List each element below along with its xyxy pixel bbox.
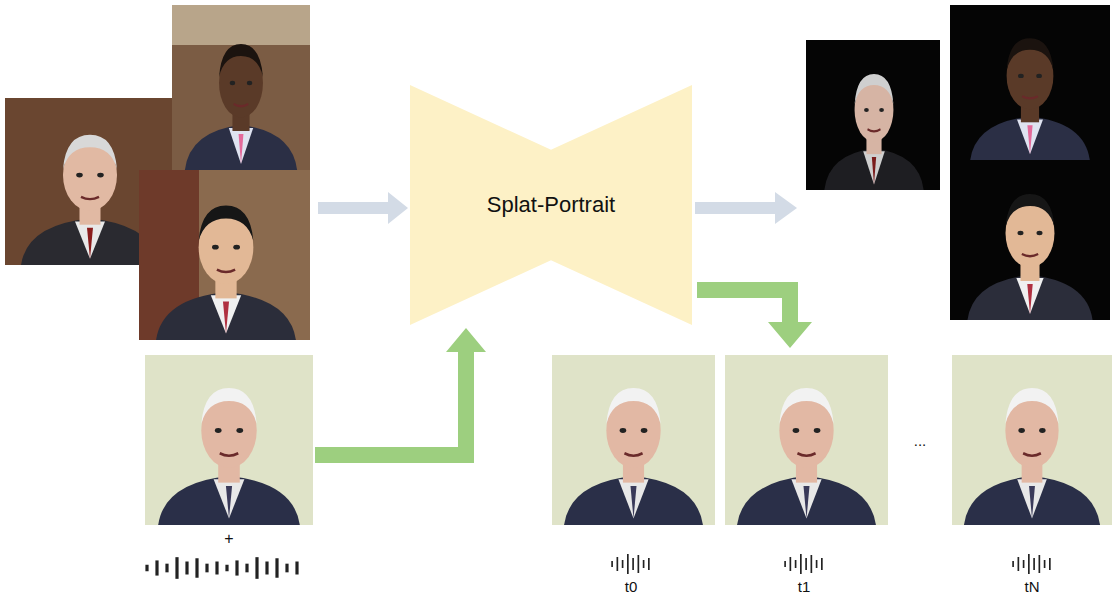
driving-photo <box>145 355 313 525</box>
output-render <box>950 5 1110 160</box>
model-block: Splat-Portrait <box>410 85 692 325</box>
output-frame <box>952 355 1112 525</box>
output-frame <box>725 355 888 525</box>
output-render <box>806 40 940 190</box>
block-title: Splat-Portrait <box>487 192 615 218</box>
time-label: t1 <box>798 578 811 595</box>
input-photo <box>172 5 310 170</box>
time-label: ... <box>914 432 927 449</box>
time-label: tN <box>1025 578 1040 595</box>
green-arrow <box>315 282 812 463</box>
input-photo <box>139 170 310 340</box>
time-label: t0 <box>625 578 638 595</box>
audio-waveform <box>147 554 1050 579</box>
output-render <box>950 160 1110 320</box>
output-frame <box>552 355 715 525</box>
plus-sign: + <box>224 530 233 548</box>
